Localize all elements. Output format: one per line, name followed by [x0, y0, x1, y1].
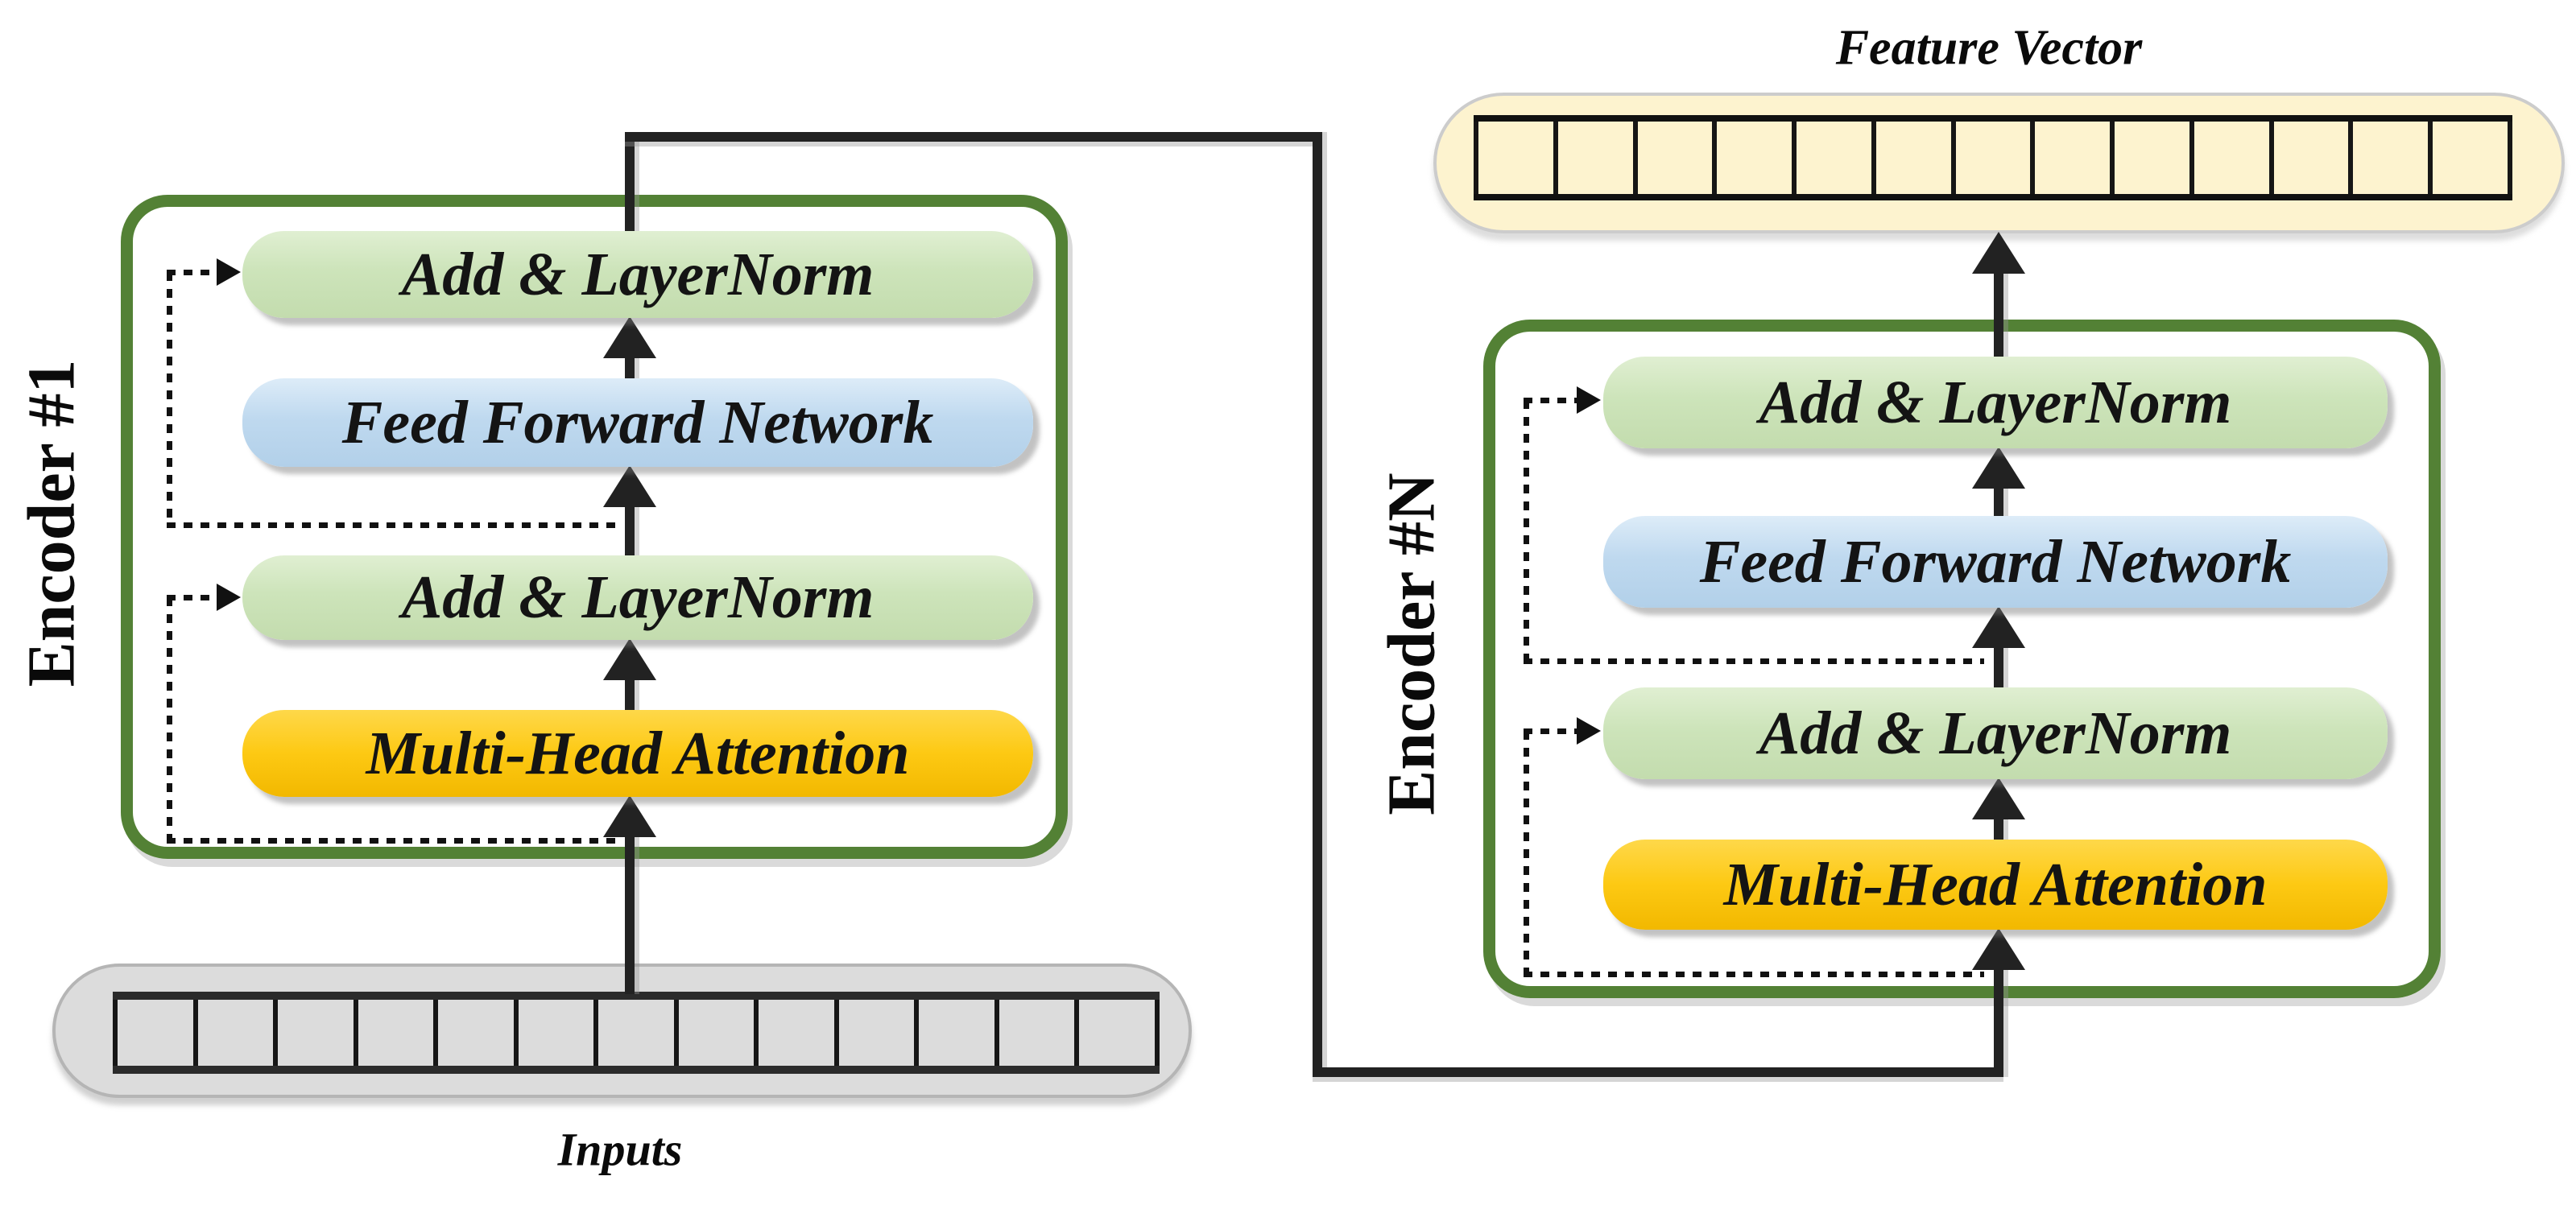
encoderN-add-layernorm-top: Add & LayerNorm — [1603, 357, 2388, 448]
encoder1-to-encoderN-top-line — [625, 132, 1322, 142]
vector-cell — [192, 1000, 274, 1066]
encoderN-add-layernorm-bottom: Add & LayerNorm — [1603, 687, 2388, 779]
vector-cell — [2189, 122, 2269, 194]
residual-line-mha-1 — [167, 597, 172, 840]
residual-arrowhead-icon — [1577, 386, 1601, 414]
addnorm-to-ffn-line-n — [1994, 642, 2003, 691]
vector-cell — [2268, 122, 2349, 194]
vector-cell — [1792, 122, 1871, 194]
inputs-label: Inputs — [557, 1123, 683, 1176]
vector-cell — [1632, 122, 1713, 194]
vector-cell — [113, 1000, 193, 1066]
vector-cell — [2428, 122, 2512, 194]
vector-cell — [673, 1000, 755, 1066]
vector-cell — [1871, 122, 1951, 194]
vector-cell — [1553, 122, 1633, 194]
encoder1-add-layernorm-top: Add & LayerNorm — [242, 231, 1033, 318]
vector-cell — [754, 1000, 834, 1066]
vector-cell — [353, 1000, 434, 1066]
vector-cell — [2348, 122, 2428, 194]
vector-cell — [433, 1000, 514, 1066]
encoder1-add-layernorm-bottom: Add & LayerNorm — [242, 555, 1033, 640]
residual-arrowhead-icon — [1577, 717, 1601, 745]
ffn-to-addnorm-line-1 — [625, 353, 635, 382]
encoder1-output-line — [625, 132, 635, 237]
residual-line-ffn-1 — [167, 522, 618, 528]
inputs-vector-cells — [113, 992, 1160, 1074]
residual-line-mha-n — [1524, 972, 1984, 977]
residual-line-mha-1 — [167, 838, 618, 844]
residual-stub-addnorm-top-1 — [167, 270, 217, 275]
arrowhead-into-addnorm-top-1-icon — [603, 316, 656, 358]
arrowhead-into-addnorm-bottom-n-icon — [1972, 778, 2025, 819]
vector-cell — [593, 1000, 674, 1066]
residual-arrowhead-icon — [217, 584, 241, 611]
residual-line-ffn-n — [1524, 400, 1529, 661]
encoder1-multi-head-attention: Multi-Head Attention — [242, 710, 1033, 797]
inputs-to-mha-line — [625, 832, 635, 994]
vector-cell — [1712, 122, 1792, 194]
residual-stub-addnorm-top-n — [1524, 398, 1577, 403]
arrowhead-into-mha-n-icon — [1972, 928, 2025, 970]
vector-cell — [513, 1000, 594, 1066]
encoder1-feed-forward-network: Feed Forward Network — [242, 378, 1033, 467]
encoder-1-box — [121, 195, 1068, 859]
arrowhead-into-addnorm-top-n-icon — [1972, 447, 2025, 489]
residual-stub-addnorm-bottom-n — [1524, 728, 1577, 734]
vector-cell — [2110, 122, 2189, 194]
encoderN-to-feature-line — [1994, 268, 2003, 360]
residual-arrowhead-icon — [217, 258, 241, 286]
ffn-to-addnorm-line-n — [1994, 483, 2003, 519]
vector-cell — [914, 1000, 994, 1066]
encoder1-to-encoderN-down-line — [1313, 132, 1322, 1077]
encoderN-input-line — [1994, 964, 2003, 1077]
residual-stub-addnorm-bottom-1 — [167, 595, 217, 600]
feature-vector-label: Feature Vector — [1835, 20, 2143, 76]
arrowhead-into-ffn-n-icon — [1972, 606, 2025, 648]
encoder-1-label: Encoder #1 — [14, 359, 89, 687]
vector-cell — [1074, 1000, 1160, 1066]
vector-cell — [833, 1000, 915, 1066]
inputs-vector-bar — [52, 964, 1192, 1098]
residual-line-mha-n — [1524, 731, 1529, 974]
vector-cell — [2030, 122, 2110, 194]
vector-cell — [1950, 122, 2031, 194]
arrowhead-into-addnorm-bottom-1-icon — [603, 638, 656, 680]
vector-cell — [1474, 122, 1553, 194]
encoder1-to-encoderN-bottom-line — [1313, 1067, 2003, 1077]
addnorm-to-ffn-line-1 — [625, 501, 635, 559]
vector-cell — [994, 1000, 1075, 1066]
arrowhead-into-feature-vector-icon — [1972, 232, 2025, 274]
residual-line-ffn-n — [1524, 658, 1984, 664]
vector-cell — [273, 1000, 354, 1066]
mha-to-addnorm-line-1 — [625, 675, 635, 713]
arrowhead-into-ffn-1-icon — [603, 465, 656, 507]
encoderN-feed-forward-network: Feed Forward Network — [1603, 516, 2388, 608]
encoder-n-label: Encoder #N — [1374, 473, 1449, 815]
mha-to-addnorm-line-n — [1994, 814, 2003, 843]
encoderN-multi-head-attention: Multi-Head Attention — [1603, 840, 2388, 930]
residual-line-ffn-1 — [167, 272, 172, 525]
arrowhead-into-mha-1-icon — [603, 795, 656, 837]
encoder-n-box — [1483, 320, 2441, 998]
feature-vector-cells — [1474, 115, 2512, 200]
